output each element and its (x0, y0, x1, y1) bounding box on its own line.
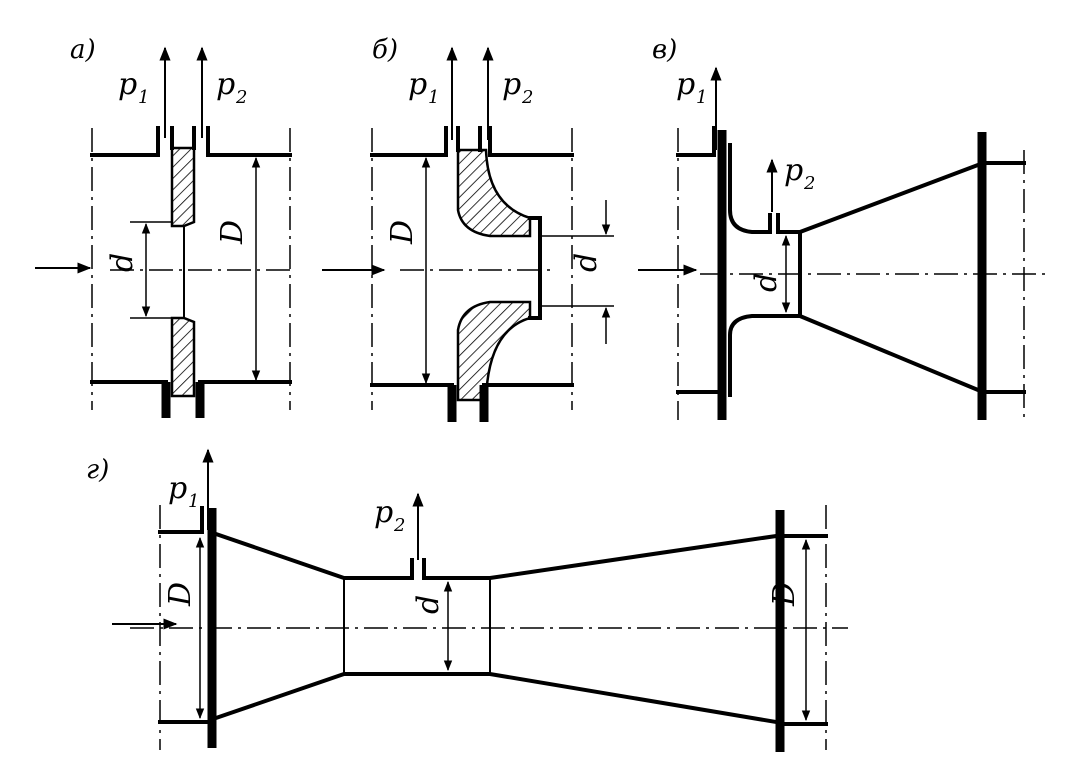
panel-c-p2-label: p (784, 153, 803, 188)
panel-b-top-wall-left (370, 126, 448, 157)
panel-d-top-diverge (422, 533, 779, 580)
panel-d-p2-label: p (374, 495, 393, 530)
panel-c-top-wall-left (676, 126, 716, 157)
panel-a-top-wall-right (206, 126, 292, 157)
panel-b-p2-label: p (502, 67, 521, 102)
panel-a-tag: а) (70, 35, 96, 65)
panel-d-top-converge (213, 531, 414, 580)
panel-b-D-label: D (385, 220, 420, 245)
panel-b-nozzle: б) p 1 p 2 D d (322, 35, 614, 422)
panel-d-p1-sub: 1 (188, 491, 199, 512)
panel-c-venturi-nozzle: в) p 1 p 2 d (638, 35, 1046, 420)
panel-b-throat (528, 216, 542, 320)
panel-b-top-wall-right (488, 126, 574, 157)
panel-a-p1-label: p (118, 67, 137, 102)
panel-a-p2-label: p (216, 67, 235, 102)
panel-d-in-top (158, 506, 204, 534)
panel-d-d-label: d (411, 595, 446, 614)
panel-c-inlet-top (728, 143, 772, 234)
panel-a-orifice: а) p 1 p 2 d D (35, 35, 292, 418)
panel-c-d-label: d (749, 273, 784, 292)
panel-a-top-wall-left (90, 126, 160, 157)
panel-b-tag: б) (372, 35, 398, 65)
panel-c-bottom-profile (728, 314, 981, 397)
panel-c-p2-sub: 2 (803, 173, 815, 194)
panel-d-p2-sub: 2 (393, 515, 405, 536)
panel-d-D2-label: D (767, 582, 802, 607)
panel-d-D-label: D (163, 582, 198, 607)
panel-a-plate-top (170, 146, 196, 228)
panel-d-venturi-tube: г) p 1 p 2 D d D (86, 448, 848, 752)
panel-b-p1-sub: 1 (428, 87, 439, 108)
panel-c-tag: в) (652, 35, 677, 65)
panel-c-diffuser-top (776, 162, 981, 234)
panel-a-p1-sub: 1 (138, 87, 149, 108)
panel-a-plate-bottom (170, 316, 196, 398)
panel-b-nozzle-top (456, 148, 532, 238)
panel-a-p2-sub: 2 (235, 87, 247, 108)
panel-d-tag: г) (86, 455, 109, 485)
panel-b-d-label: d (569, 253, 604, 272)
panel-a-D-label: D (215, 220, 250, 245)
panel-c-p1-sub: 1 (696, 87, 707, 108)
panel-b-p1-label: p (408, 67, 427, 102)
panel-a-d-label: d (105, 253, 140, 272)
panel-b-p2-sub: 2 (521, 87, 533, 108)
panel-d-bottom-profile (213, 672, 779, 725)
panel-d-p1-label: p (168, 471, 187, 506)
panel-c-p1-label: p (676, 67, 695, 102)
